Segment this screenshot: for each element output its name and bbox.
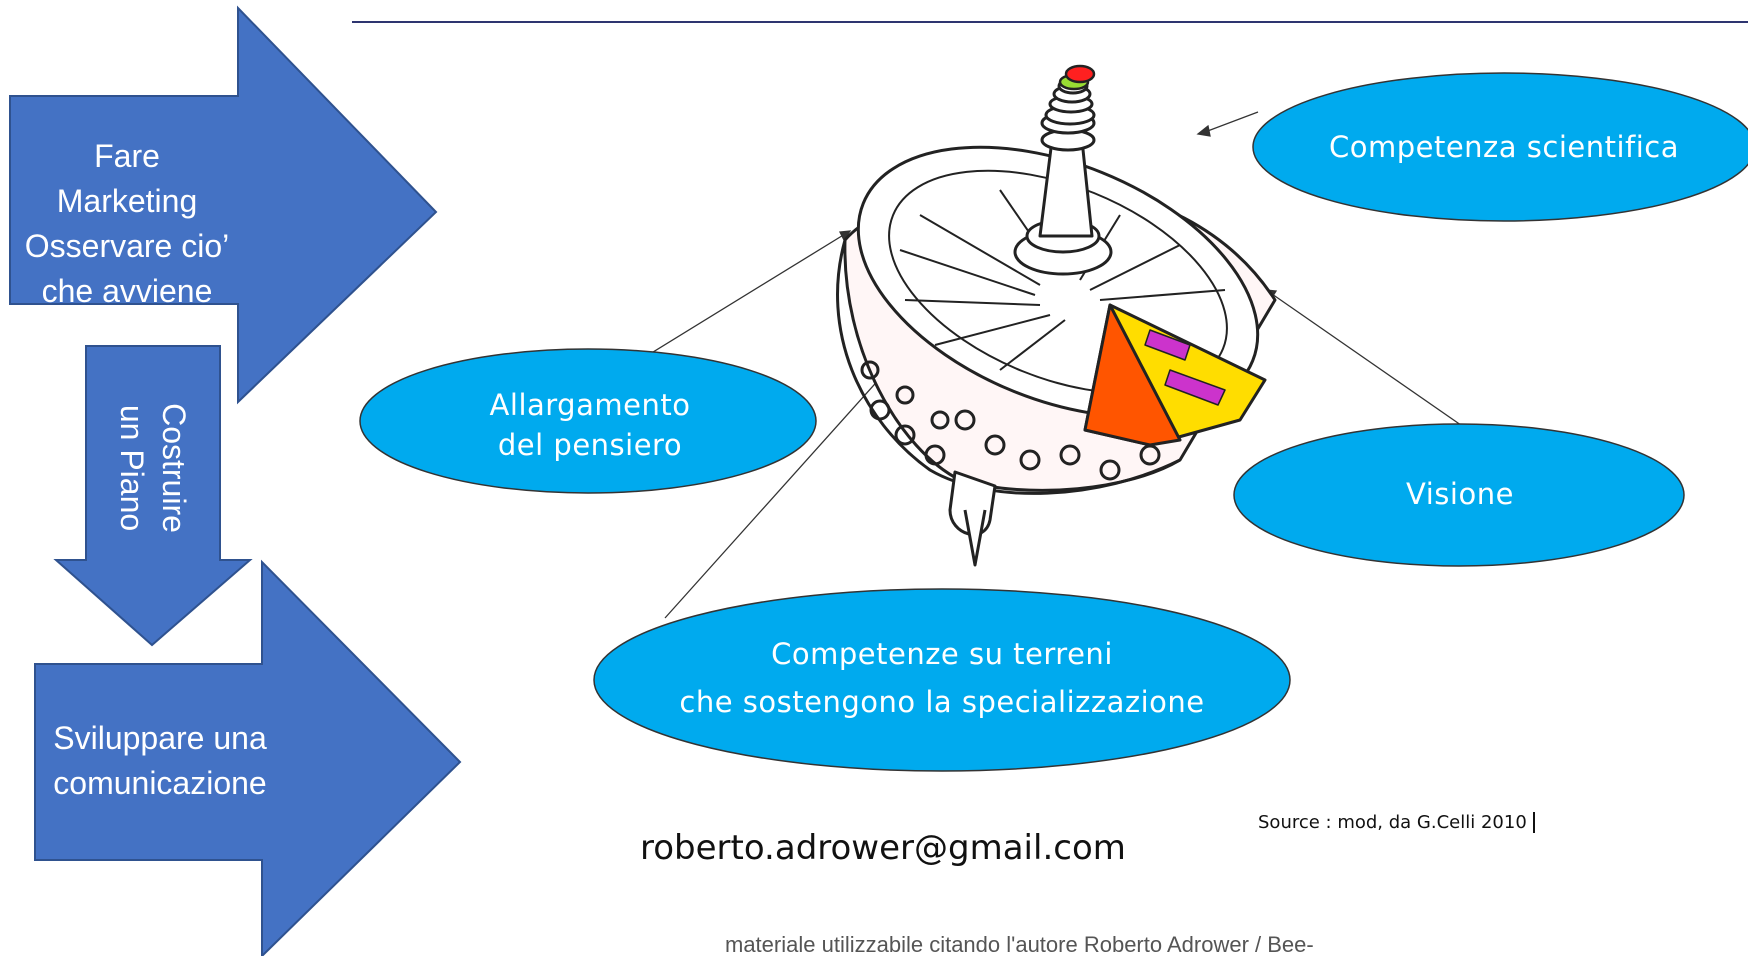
ellipse-visione-label: Visione [1300, 474, 1620, 514]
connector-scientifica [1204, 111, 1259, 133]
ellipse-line: Competenza scientifica [1328, 130, 1680, 164]
ellipse-line: Competenze su terreni [771, 637, 1113, 671]
ellipse-competenze-terreni-label: Competenze su terreni che sostengono la … [622, 630, 1262, 726]
connector-terreni [664, 375, 883, 619]
ellipse-allargamento-label: Allargamento del pensiero [440, 385, 740, 465]
ellipse-line: che sostengono la specializzazione [679, 685, 1205, 719]
spinning-top-icon [836, 64, 1277, 567]
ellipse-competenze-terreni [593, 588, 1291, 772]
ellipse-line: Visione [1406, 477, 1514, 511]
arrow-comunicazione [34, 559, 462, 956]
arrow-piano-line: Costruire [156, 403, 192, 533]
ellipse-competenza-scientifica [1252, 72, 1748, 222]
ellipse-line: del pensiero [497, 428, 683, 462]
arrow-comunicazione-line: comunicazione [53, 765, 267, 801]
arrow-comunicazione-label: Sviluppare una comunicazione [40, 716, 280, 806]
connector-visione [1271, 293, 1495, 449]
footer-note: materiale utilizzabile citando l'autore … [725, 932, 1314, 957]
source-caption: Source : mod, da G.Celli 2010 [1258, 812, 1535, 833]
ellipse-allargamento [359, 348, 817, 494]
ellipse-line: Allargamento [489, 388, 691, 422]
arrow-marketing-line: Fare Marketing [56, 138, 198, 219]
connector-arrowhead [1196, 124, 1211, 137]
arrow-marketing-line: Osservare cio’ [24, 228, 230, 264]
arrow-marketing-line: che avviene [41, 273, 213, 309]
ellipse-competenza-scientifica-label: Competenza scientifica [1274, 127, 1734, 167]
arrow-comunicazione-line: Sviluppare una [53, 720, 267, 756]
arrow-piano-label: Costruire un Piano [111, 348, 195, 588]
arrow-piano [53, 345, 253, 647]
email-text: roberto.adrower@gmail.com [640, 828, 1126, 868]
arrow-marketing-label: Fare Marketing Osservare cio’ che avvien… [20, 134, 234, 314]
ellipse-visione [1233, 423, 1685, 567]
connector-arrowhead [838, 230, 852, 242]
arrow-marketing [9, 5, 438, 405]
arrow-piano-line: un Piano [114, 404, 150, 532]
